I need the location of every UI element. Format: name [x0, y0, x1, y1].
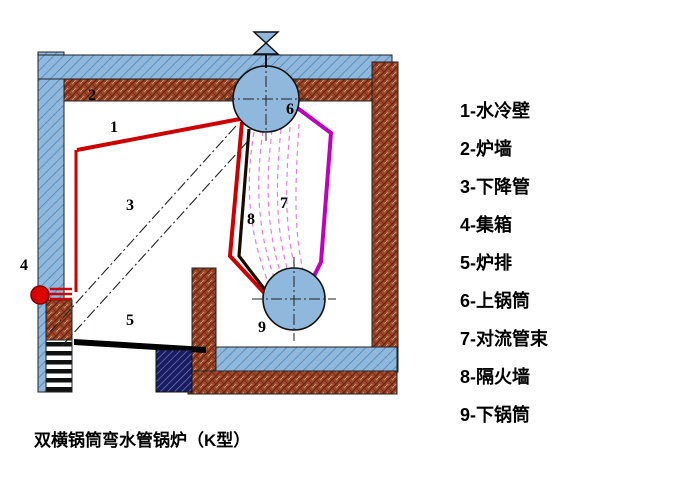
part-label-2: 2: [88, 87, 96, 104]
bottom-casing-wall: [211, 346, 398, 372]
grate-rear-block: [155, 349, 193, 393]
lower-drum: [252, 257, 336, 341]
part-label-4: 4: [20, 257, 28, 274]
legend-item-4: 4-集箱: [460, 215, 513, 235]
legend-item-3: 3-下降管: [460, 177, 531, 197]
left-lower-brick-block: [45, 299, 73, 341]
fire-partition-wall: [237, 128, 274, 300]
part-label-3: 3: [126, 197, 134, 214]
right-furnace-wall: [371, 61, 399, 373]
top-furnace-wall: [63, 78, 373, 102]
part-label-7: 7: [280, 195, 288, 212]
furnace-side-water-wall: [227, 121, 270, 299]
top-casing-wall: [37, 54, 393, 80]
downcomer-lines: [49, 125, 249, 349]
legend: 1-水冷壁 2-炉墙 3-下降管 4-集箱 5-炉排 6-上锅筒 7-对流管束 …: [460, 92, 660, 434]
legend-item-2: 2-炉墙: [460, 139, 513, 159]
part-label-5: 5: [126, 312, 134, 329]
part-label-8: 8: [247, 211, 255, 228]
part-label-9: 9: [258, 319, 266, 336]
legend-item-8: 8-隔火墙: [460, 367, 531, 387]
bottom-furnace-wall: [187, 370, 398, 395]
figure-caption: 双横锅筒弯水管锅炉（K型）: [34, 431, 251, 450]
part-label-6: 6: [286, 101, 294, 118]
part-label-1: 1: [110, 119, 118, 136]
legend-item-5: 5-炉排: [460, 253, 513, 273]
water-wall-inclined-tube: [76, 117, 241, 152]
center-brick-column: [191, 267, 217, 372]
legend-item-9: 9-下锅筒: [460, 405, 531, 425]
header-circle: [30, 285, 50, 305]
header-assembly: [30, 285, 72, 305]
safety-valve-icon: [252, 31, 280, 68]
legend-item-1: 1-水冷壁: [460, 101, 531, 121]
legend-item-7: 7-对流管束: [460, 329, 549, 349]
left-striped-column: [45, 339, 73, 393]
legend-item-6: 6-上锅筒: [460, 291, 531, 311]
